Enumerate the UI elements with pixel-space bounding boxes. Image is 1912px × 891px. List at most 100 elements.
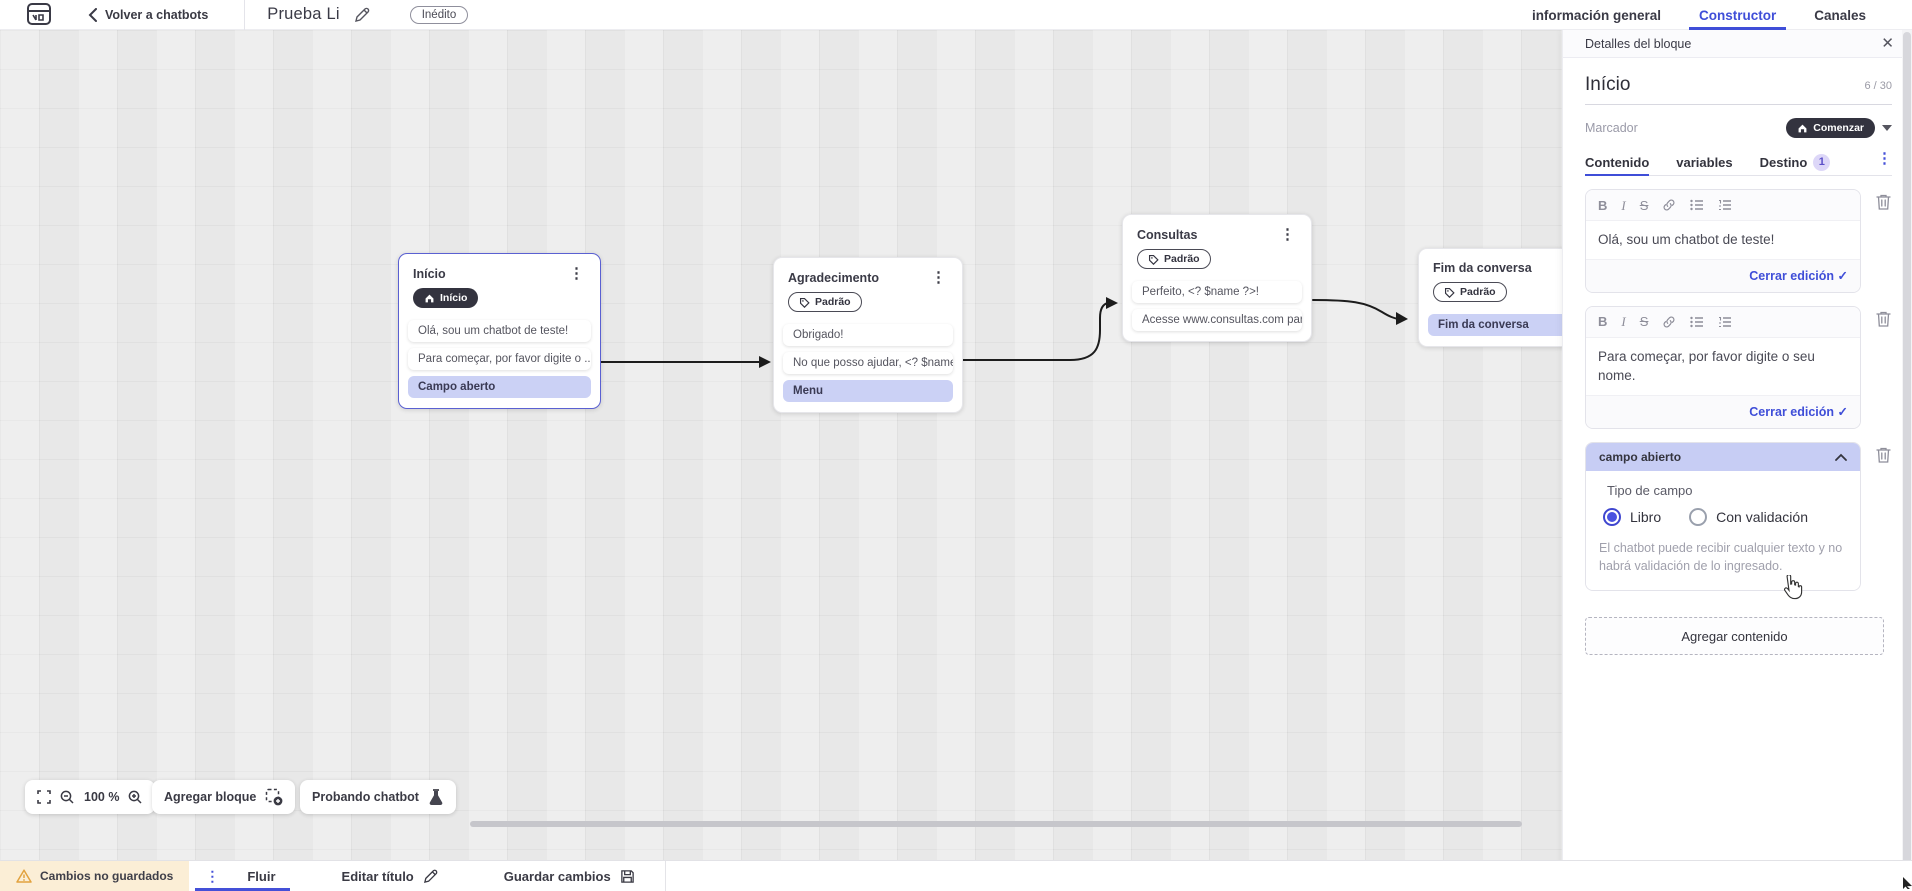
trash-icon xyxy=(1876,194,1891,210)
strikethrough-button[interactable]: S xyxy=(1639,197,1649,213)
back-to-chatbots-button[interactable]: Volver a chatbots xyxy=(88,7,209,22)
flow-block-agradecimento[interactable]: Agradecimento ⋮ Padrão Obrigado! No que … xyxy=(773,257,963,413)
tab-canales[interactable]: Canales xyxy=(1814,7,1866,23)
flow-block-consultas[interactable]: Consultas ⋮ Padrão Perfeito, <? $name ?>… xyxy=(1122,214,1312,342)
tab-variables[interactable]: variables xyxy=(1676,154,1733,170)
bold-button[interactable]: B xyxy=(1598,314,1608,330)
tab-contenido[interactable]: Contenido xyxy=(1585,149,1650,176)
strikethrough-button[interactable]: S xyxy=(1639,314,1649,330)
zoom-in-icon xyxy=(129,790,142,804)
add-block-button[interactable]: Agregar bloque xyxy=(152,780,296,814)
zoom-out-button[interactable] xyxy=(60,790,75,805)
edit-chatbot-title-button[interactable] xyxy=(354,7,370,23)
save-changes-button[interactable]: Guardar cambios xyxy=(504,869,635,884)
block-name-input[interactable]: Início 6 / 30 xyxy=(1585,74,1892,105)
main-tabs: información general Constructor Canales xyxy=(1532,0,1866,30)
topbar: Volver a chatbots Prueba Li Inédito info… xyxy=(0,0,1912,30)
block-menu-button[interactable]: ⋮ xyxy=(1280,226,1295,243)
link-button[interactable] xyxy=(1662,198,1676,212)
tab-informacion-general[interactable]: información general xyxy=(1531,7,1661,23)
numbered-list-button[interactable] xyxy=(1718,316,1732,328)
close-edit-button[interactable]: Cerrar edición ✓ xyxy=(1749,268,1848,283)
edit-flow-title-button[interactable]: Editar título xyxy=(342,869,438,884)
block-title: Agradecimento xyxy=(788,270,879,285)
numbered-list-icon xyxy=(1719,199,1732,211)
rich-text-toolbar: B I S xyxy=(1586,306,1860,338)
save-changes-label: Guardar cambios xyxy=(503,868,611,884)
delete-open-field-button[interactable] xyxy=(1875,446,1892,464)
numbered-list-button[interactable] xyxy=(1718,199,1732,211)
panel-scrollbar[interactable] xyxy=(1902,30,1912,876)
block-menu-item[interactable]: Menu xyxy=(783,379,953,402)
close-panel-button[interactable]: ✕ xyxy=(1881,35,1894,52)
status-badge: Inédito xyxy=(409,5,469,24)
back-label: Volver a chatbots xyxy=(105,7,209,22)
pencil-icon xyxy=(354,7,370,22)
radio-option-con-validacion[interactable]: Con validación xyxy=(1689,507,1808,526)
flow-block-inicio[interactable]: Início ⋮ Início Olá, sou um chatbot de t… xyxy=(398,253,601,409)
tab-constructor[interactable]: Constructor xyxy=(1688,0,1787,30)
block-message-item[interactable]: Para começar, por favor digite o ... xyxy=(408,347,591,370)
panel-menu-button[interactable]: ⋮ xyxy=(1877,150,1892,167)
open-field-section: campo abierto Tipo de campo Libro xyxy=(1585,441,1861,592)
block-details-panel: Detalles del bloque ✕ Início 6 / 30 Marc… xyxy=(1562,30,1912,891)
test-chatbot-button[interactable]: Probando chatbot xyxy=(300,780,456,814)
open-field-header[interactable]: campo abierto xyxy=(1586,442,1860,471)
block-message-item[interactable]: Obrigado! xyxy=(783,323,953,346)
close-edit-button[interactable]: Cerrar edición ✓ xyxy=(1749,404,1848,419)
block-title: Fim da conversa xyxy=(1433,261,1532,275)
message-text[interactable]: Para começar, por favor digite o seu nom… xyxy=(1598,348,1815,384)
panel-tabs: Contenido variables Destino 1 ⋮ xyxy=(1585,149,1892,176)
block-menu-button[interactable]: ⋮ xyxy=(931,269,946,286)
marker-select[interactable]: Comenzar xyxy=(1786,118,1892,138)
italic-button[interactable]: I xyxy=(1621,197,1626,213)
tag-icon xyxy=(1148,254,1159,265)
bold-button[interactable]: B xyxy=(1598,197,1608,213)
link-icon xyxy=(1663,316,1675,328)
add-content-button[interactable]: Agregar contenido xyxy=(1585,617,1884,656)
trash-icon xyxy=(1876,447,1891,463)
link-icon xyxy=(1663,199,1675,211)
block-menu-button[interactable]: ⋮ xyxy=(569,265,584,282)
horizontal-scrollbar[interactable] xyxy=(470,821,1522,827)
chevron-down-icon xyxy=(1882,125,1892,131)
radio-option-libro[interactable]: Libro xyxy=(1603,507,1661,526)
rich-text-toolbar: B I S xyxy=(1586,190,1860,221)
block-type-badge: Início xyxy=(413,288,479,308)
block-message-item[interactable]: Olá, sou um chatbot de teste! xyxy=(408,319,591,342)
message-text[interactable]: Olá, sou um chatbot de teste! xyxy=(1598,232,1775,247)
unsaved-changes-chip: Cambios no guardados xyxy=(0,861,190,891)
italic-button[interactable]: I xyxy=(1621,314,1626,330)
marker-pill: Comenzar xyxy=(1786,118,1875,138)
save-icon xyxy=(620,869,634,883)
flow-tab-menu-button[interactable]: ⋮ xyxy=(205,867,220,884)
fullscreen-button[interactable] xyxy=(37,790,51,804)
delete-message-button[interactable] xyxy=(1875,310,1892,328)
zoom-in-button[interactable] xyxy=(128,790,143,805)
delete-message-button[interactable] xyxy=(1875,193,1892,211)
block-end-item[interactable]: Fim da conversa xyxy=(1428,313,1598,336)
character-counter: 6 / 30 xyxy=(1864,80,1892,92)
flow-canvas[interactable] xyxy=(0,30,1562,860)
bottombar-divider xyxy=(664,861,666,891)
zoom-toolbar: 100 % xyxy=(25,780,156,814)
flow-tab-fluir[interactable]: Fluir xyxy=(195,861,290,891)
marker-label: Marcador xyxy=(1585,121,1638,135)
unsaved-changes-label: Cambios no guardados xyxy=(40,869,174,883)
topbar-divider xyxy=(244,0,246,30)
block-message-item[interactable]: Acesse www.consultas.com par... xyxy=(1132,308,1302,331)
block-message-item[interactable]: No que posso ajudar, <? $name ... xyxy=(783,351,953,374)
block-message-item[interactable]: Perfeito, <? $name ?>! xyxy=(1132,280,1302,303)
chevron-left-icon xyxy=(88,7,97,22)
warning-icon xyxy=(16,869,32,883)
bullet-list-button[interactable] xyxy=(1690,199,1704,211)
link-button[interactable] xyxy=(1662,315,1676,329)
chatbot-title: Prueba Li xyxy=(267,5,340,23)
message-editor: B I S Para começar, por favor digite o s… xyxy=(1585,305,1861,429)
block-type-badge: Padrão xyxy=(1137,249,1211,269)
block-open-field-item[interactable]: Campo aberto xyxy=(408,375,591,398)
add-block-icon xyxy=(266,788,283,806)
tab-destino[interactable]: Destino 1 xyxy=(1760,149,1831,175)
test-chatbot-label: Probando chatbot xyxy=(312,790,419,804)
bullet-list-button[interactable] xyxy=(1690,316,1704,328)
